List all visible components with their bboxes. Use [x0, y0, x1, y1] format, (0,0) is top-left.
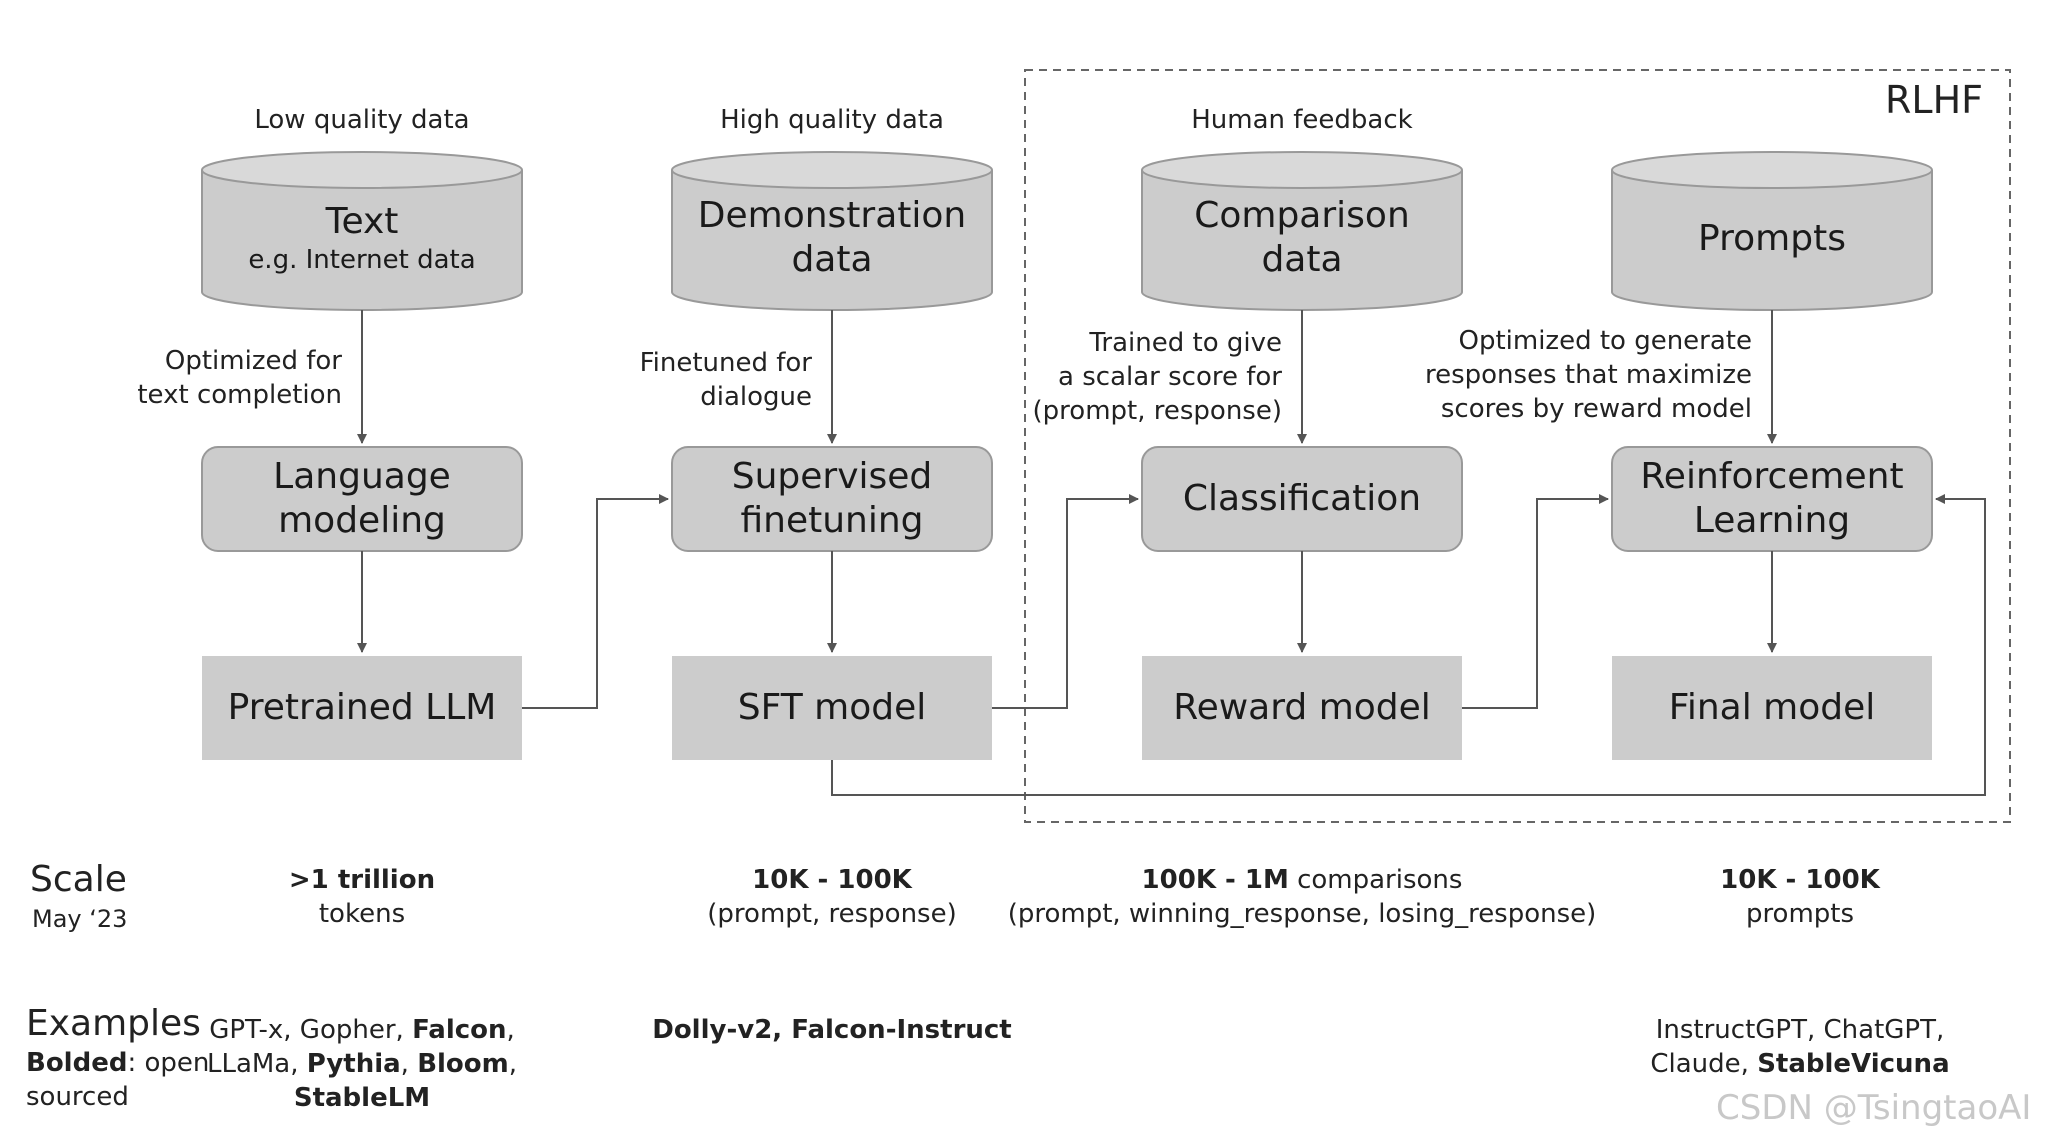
- model-box-final-model: [1612, 656, 1932, 760]
- rlhf-label: RLHF: [1885, 78, 1984, 122]
- process-label-classification: Classification: [1182, 478, 1422, 519]
- connector-sft-model-to-classification: [992, 494, 1139, 709]
- scale-value-sft: 10K - 100K (prompt, response): [707, 865, 957, 929]
- edge-label-finetuned-dialogue: Finetuned for dialogue: [639, 348, 812, 412]
- caption-low-quality-data: Low quality data: [254, 105, 470, 135]
- model-label-sft-model: SFT model: [737, 687, 927, 728]
- process-label-reinforcement-learning: Reinforcement Learning: [1640, 456, 1904, 541]
- cylinder-comparison-label: Comparison data: [1194, 195, 1410, 280]
- model-label-pretrained-llm: Pretrained LLM: [227, 687, 497, 728]
- examples-sft: Dolly-v2, Falcon-Instruct: [652, 1015, 1012, 1045]
- examples-rl: InstructGPT, ChatGPT, Claude, StableVicu…: [1650, 1015, 1950, 1079]
- rlhf-region: [1024, 69, 2011, 823]
- caption-human-feedback: Human feedback: [1191, 105, 1413, 135]
- model-label-final-model: Final model: [1668, 687, 1876, 728]
- connector-pretrained-to-sft: [522, 494, 669, 709]
- connector-reward-to-rl: [1462, 494, 1609, 709]
- cylinder-demonstration-label: Demonstration data: [697, 195, 967, 280]
- cylinder-prompts-label: Prompts: [1698, 218, 1846, 259]
- model-box-sft-model: [672, 656, 992, 760]
- cylinder-text-label: Text e.g. Internet data: [248, 201, 476, 275]
- scale-value-reward: 100K - 1M comparisons (prompt, winning_r…: [1007, 865, 1597, 929]
- edge-label-scalar-score: Trained to give a scalar score for (prom…: [1032, 328, 1282, 426]
- scale-value-rl: 10K - 100K prompts: [1720, 865, 1880, 929]
- scale-date: May ‘23: [32, 905, 128, 933]
- process-label-language-modeling: Language modeling: [273, 456, 451, 541]
- cylinder-demonstration: [671, 151, 993, 311]
- examples-pretraining: GPT-x, Gopher, Falcon, LLaMa, Pythia, Bl…: [206, 1015, 518, 1113]
- model-box-pretrained-llm: [202, 656, 522, 760]
- model-label-reward-model: Reward model: [1173, 687, 1431, 728]
- examples-note: Bolded: open sourced: [26, 1048, 210, 1112]
- cylinder-text: [201, 151, 523, 311]
- cylinder-prompts: [1611, 151, 1933, 311]
- cylinder-comparison: [1141, 151, 1463, 311]
- scale-title: Scale: [30, 859, 127, 900]
- scale-value-pretraining: >1 trillion tokens: [288, 865, 436, 929]
- watermark: CSDN @TsingtaoAI: [1716, 1088, 2032, 1128]
- edge-label-optimized-text-completion: Optimized for text completion: [137, 346, 342, 410]
- examples-title: Examples: [26, 1003, 201, 1044]
- caption-high-quality-data: High quality data: [720, 105, 944, 135]
- edge-label-maximize-reward: Optimized to generate responses that max…: [1424, 326, 1752, 424]
- process-label-supervised-finetuning: Supervised finetuning: [731, 456, 933, 541]
- model-box-reward-model: [1142, 656, 1462, 760]
- connector-sft-model-to-rl: [831, 494, 1986, 796]
